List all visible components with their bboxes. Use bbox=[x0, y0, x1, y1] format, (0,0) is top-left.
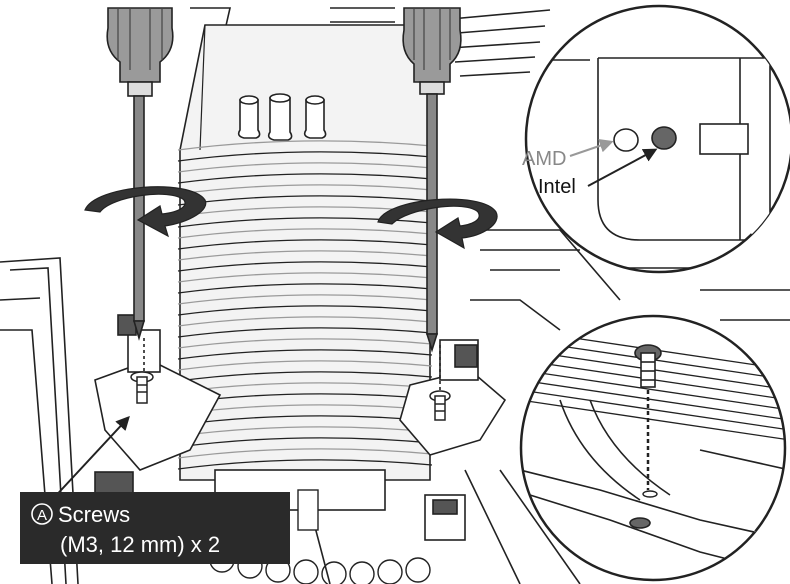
screwdriver-icon bbox=[106, 7, 174, 341]
intel-hole bbox=[651, 126, 677, 150]
inset-fin bbox=[521, 389, 785, 431]
mounting-bracket-left bbox=[94, 314, 222, 471]
heatsink-fin bbox=[177, 250, 433, 261]
heatsink-fin bbox=[177, 261, 433, 272]
callout-spec: (M3, 12 mm) x 2 bbox=[60, 532, 220, 557]
inset-screw-detail bbox=[519, 314, 787, 582]
mounting-bracket-right bbox=[399, 339, 507, 456]
amd-label: AMD bbox=[522, 148, 566, 170]
screw-icon bbox=[634, 344, 662, 388]
screw-icon bbox=[429, 390, 451, 421]
heatsink-fin bbox=[177, 162, 433, 173]
intel-label: Intel bbox=[538, 176, 576, 198]
callout-marker: A bbox=[37, 507, 47, 524]
heatsink-fin bbox=[177, 294, 433, 305]
heatsink-fin bbox=[177, 360, 433, 371]
heatsink-fin bbox=[177, 415, 433, 426]
heatsink bbox=[177, 24, 433, 531]
heatsink-fin bbox=[177, 426, 433, 437]
inset-fin bbox=[521, 369, 785, 411]
heatsink-fin bbox=[177, 448, 433, 459]
heatsink-fin bbox=[177, 305, 433, 316]
callout-marker-circle bbox=[31, 503, 53, 525]
heatsink-fin bbox=[177, 239, 433, 250]
heatsink-fin bbox=[177, 173, 433, 184]
rotate-clockwise-arrow-icon bbox=[377, 198, 498, 250]
screws-callout: A Screws (M3, 12 mm) x 2 bbox=[20, 492, 290, 564]
heatsink-fin bbox=[177, 327, 433, 338]
heatsink-fin bbox=[177, 338, 433, 349]
inset-mount-position: AMD Intel bbox=[522, 4, 790, 274]
screwdriver-icon bbox=[402, 7, 462, 353]
amd-hole bbox=[613, 128, 639, 152]
heatsink-fin bbox=[177, 228, 433, 239]
heat-pipe-caps bbox=[237, 93, 327, 141]
heatsink-fin bbox=[177, 140, 433, 151]
inset-fin bbox=[521, 399, 785, 441]
callout-title: Screws bbox=[58, 502, 130, 527]
heatsink-fin bbox=[177, 371, 433, 382]
heatsink-fin bbox=[177, 195, 433, 206]
heatsink-fin bbox=[177, 272, 433, 283]
heatsink-fin bbox=[177, 437, 433, 448]
heatsink-fin bbox=[177, 184, 433, 195]
heatsink-fin bbox=[177, 283, 433, 294]
callout-pointer bbox=[49, 415, 130, 503]
screw-icon bbox=[130, 371, 154, 404]
heatsink-fin bbox=[177, 459, 433, 470]
inset-fin bbox=[521, 379, 785, 421]
heatsink-fin bbox=[177, 316, 433, 327]
heatsink-fin bbox=[177, 151, 433, 162]
heatsink-fin bbox=[177, 349, 433, 360]
heatsink-fin bbox=[177, 217, 433, 228]
background-structure bbox=[0, 7, 790, 584]
rotate-clockwise-arrow-icon bbox=[84, 186, 207, 238]
